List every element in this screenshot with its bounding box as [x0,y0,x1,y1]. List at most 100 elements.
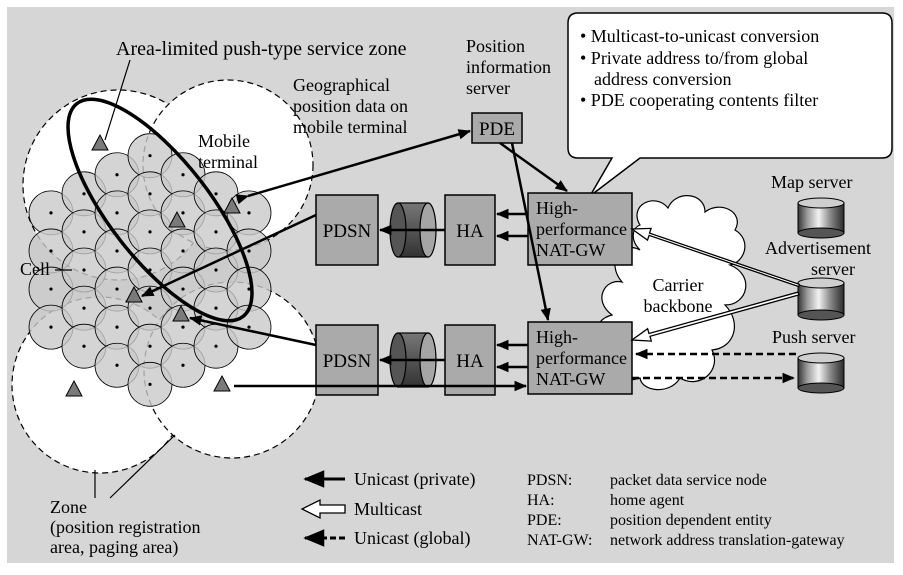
abbr-term: PDSN: [527,472,572,489]
zone-title: Area-limited push-type service zone [116,38,407,60]
ha-box-lower [444,324,496,396]
base-station-dot [247,249,251,253]
base-station-dot [49,211,53,215]
abbr-term: NAT-GW: [527,532,592,549]
zone-label-2: (position registration [50,517,200,538]
carrier-backbone-cloud [595,195,747,391]
mobile-terminal-label-1: Mobile [198,131,250,151]
base-station-dot [181,363,185,367]
abbr-definition: home agent [610,492,685,509]
pdsn-box-upper [315,194,379,266]
mobile-terminal-icon [223,196,241,214]
legend: Unicast (private) Multicast Unicast (glo… [300,469,475,549]
zone-label-3: area, paging area) [50,537,178,558]
mobile-terminal-icon [91,133,109,151]
arrow-pde-to-natgw-upper [499,141,568,193]
base-station-dot [148,230,152,234]
callout-line-4: • PDE cooperating contents filter [580,90,818,110]
base-station-dot [247,287,251,291]
cylinder-bottom [797,227,845,239]
legend-unicast-private-label: Unicast (private) [354,469,475,490]
cylinder-top [797,352,845,364]
base-station-dot [247,211,251,215]
base-station-dot [49,325,53,329]
cell-cluster [28,133,272,407]
unicast-private-arrows [141,129,568,392]
position-server-label-3: server [466,78,510,98]
position-server-label-2: information [466,57,551,77]
base-station-dot [115,325,119,329]
leader-lines [55,59,176,499]
push-server-icon [797,352,845,394]
pdsn-box-lower [315,324,379,396]
natgw-label-lower-3: NAT-GW [536,369,605,389]
geo-label-2: position data on [293,96,408,116]
base-station-dot [181,287,185,291]
base-station-dot [148,192,152,196]
cylinder-bottom [797,382,845,394]
mobile-terminal-icon [172,304,190,322]
base-station-dot [82,268,86,272]
base-station-dot [82,230,86,234]
pdsn-label-lower: PDSN [323,351,372,372]
callout-bubble [567,12,893,197]
base-station-dot [82,192,86,196]
natgw-box-upper [527,192,633,266]
push-server-label: Push server [772,327,856,347]
base-station-dot [214,230,218,234]
abbreviation-list: PDSN: packet data service node HA: home … [527,472,845,549]
base-station-dot [115,363,119,367]
mobile-terminal-icon [168,210,186,228]
arrow-terminal-to-pde [235,129,471,205]
geo-label-1: Geographical [293,75,390,95]
base-station-dot [181,173,185,177]
base-station-dot [181,249,185,253]
cylinder-bottom [797,309,845,321]
arrow-pdsn-to-terminal [188,315,317,347]
mobile-terminal-icon [125,285,143,303]
abbr-definition: position dependent entity [610,512,772,529]
natgw-label-upper-1: High- [536,198,578,218]
advertisement-server-label-1: Advertisement [765,238,871,258]
base-station-dot [214,344,218,348]
natgw-label-upper-2: performance [536,219,627,239]
base-station-dot [214,268,218,272]
natgw-label-lower-1: High- [536,327,578,347]
ha-label-upper: HA [456,221,484,242]
natgw-box-lower [527,321,633,395]
abbr-definition: network address translation-gateway [610,532,845,549]
service-zone-ellipse [66,97,254,323]
base-station-dot [49,249,53,253]
base-station-dot [115,287,119,291]
base-station-dot [115,211,119,215]
base-station-dot [82,306,86,310]
abbr-definition: packet data service node [610,472,767,489]
multicast-arrows [630,227,800,342]
mobile-terminal-label-2: terminal [198,152,258,172]
natgw-label-upper-3: NAT-GW [536,240,605,260]
base-station-dot [148,154,152,158]
callout-line-3: address conversion [594,69,731,89]
mobile-terminal-icon [65,379,83,397]
legend-multicast-symbol [300,498,346,520]
zone-leader-right [109,434,176,499]
multicast-arrow-lower [630,291,800,342]
abbr-term: PDE: [527,512,562,529]
base-station-dot [49,287,53,291]
carrier-backbone-label-2: backbone [644,296,713,316]
arrow-pde-to-natgw-lower [510,142,551,322]
advertisement-server-label-2: server [811,259,855,279]
base-station-dot [148,306,152,310]
base-station-dot [148,344,152,348]
carrier-backbone-label-1: Carrier [653,275,704,295]
mobile-terminals [65,133,241,397]
abbr-term: HA: [527,492,555,509]
map-server-icon [797,197,845,239]
mobile-terminal-icon [213,374,231,392]
pde-label: PDE [479,119,515,140]
unicast-global-arrows [632,348,796,384]
base-station-dot [82,344,86,348]
base-station-dot [181,325,185,329]
